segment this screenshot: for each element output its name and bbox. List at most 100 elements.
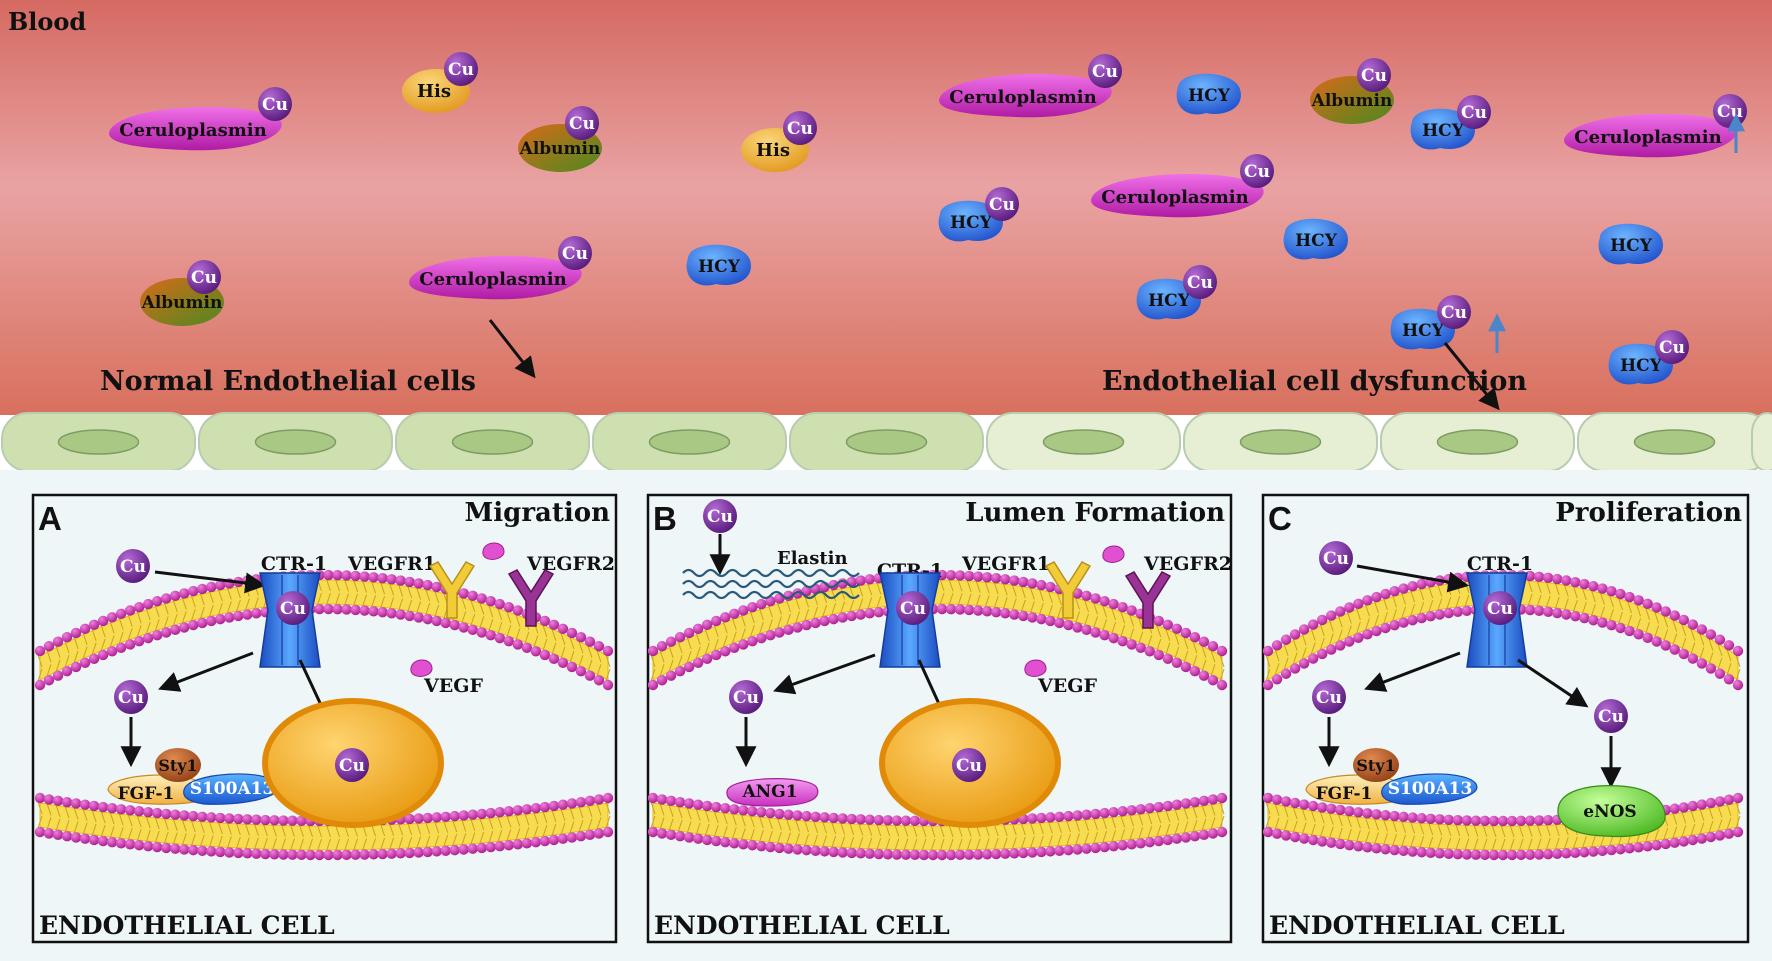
cu-ion: Cu — [783, 111, 817, 145]
cu-ion: Cu — [558, 236, 592, 270]
cu-label: Cu — [787, 119, 813, 139]
vegfr2-receptor — [1124, 571, 1172, 629]
cu-ion: Cu — [114, 680, 148, 714]
cu-ion: Cu — [985, 187, 1019, 221]
sty1-protein: Sty1 — [155, 748, 201, 782]
s100a13-protein: S100A13 — [183, 773, 280, 805]
cu-uptake-arrow — [154, 570, 267, 594]
cu-label: Cu — [280, 599, 306, 619]
sty1-label: Sty1 — [1356, 756, 1395, 775]
vegf-ligand — [410, 659, 433, 677]
cu-ion: Cu — [1483, 591, 1517, 625]
ang1-label: ANG1 — [741, 782, 797, 802]
enos-label: eNOS — [1583, 802, 1636, 822]
cu-label: Cu — [1092, 62, 1118, 82]
vegfr2-label: VEGFR2 — [526, 553, 615, 575]
cell-nucleus — [254, 429, 337, 455]
cell-nucleus — [845, 429, 928, 455]
endothelial-cell — [395, 412, 590, 472]
cu-label: Cu — [900, 599, 926, 619]
cu-label: Cu — [1441, 303, 1467, 323]
cu-ion: Cu — [1437, 295, 1471, 329]
cell-nucleus — [1239, 429, 1322, 455]
cu-label: Cu — [956, 756, 982, 776]
ctr1-to-cu-arrow — [1517, 658, 1589, 708]
cell-nucleus-large: Cu — [262, 698, 444, 828]
ctr1-transporter: Cu — [879, 572, 941, 668]
vegf-label: VEGF — [423, 675, 483, 697]
fgf1-protein: FGF-1 — [107, 774, 199, 805]
endothelial-cell — [1183, 412, 1378, 472]
cell-nucleus — [57, 429, 140, 455]
cu-label: Cu — [562, 244, 588, 264]
cu-ion: Cu — [1655, 330, 1689, 364]
cell-membrane — [34, 569, 614, 691]
cu-ion: Cu — [116, 549, 150, 583]
vegfr2-label: VEGFR2 — [1143, 553, 1232, 575]
endothelial-cell — [592, 412, 787, 472]
cu-label: Cu — [733, 688, 759, 708]
cu-label: Cu — [118, 688, 144, 708]
endothelial-cell — [198, 412, 393, 472]
cu-ion: Cu — [1240, 154, 1274, 188]
cell-nucleus — [451, 429, 534, 455]
homocysteine-molecule: HCY — [686, 244, 751, 286]
vegf-ligand — [1024, 659, 1047, 677]
vegfr1-label: VEGFR1 — [961, 553, 1050, 575]
cu-ion: Cu — [729, 680, 763, 714]
blood-label: Blood — [8, 7, 86, 36]
cu-ion: Cu — [896, 591, 930, 625]
cell-nucleus — [648, 429, 731, 455]
cu-label: Cu — [262, 95, 288, 115]
panel-title: Migration — [464, 498, 610, 528]
cell-membrane — [647, 792, 1228, 861]
hcy-label: HCY — [1422, 121, 1465, 141]
cu-label: Cu — [339, 756, 365, 776]
homocysteine-molecule: HCY — [1176, 73, 1241, 115]
sty1-label: Sty1 — [158, 756, 197, 775]
hcy-label: HCY — [950, 213, 993, 233]
ctr1-transporter: Cu — [1466, 572, 1528, 668]
cu-ion: Cu — [1457, 95, 1491, 129]
cu-label: Cu — [1487, 599, 1513, 619]
cu-ion: Cu — [565, 106, 599, 140]
homocysteine-molecule: HCY — [1283, 218, 1348, 260]
vegfr1-receptor — [1044, 561, 1092, 619]
cu-label: Cu — [1659, 338, 1685, 358]
cu-ion: Cu — [187, 260, 221, 294]
his-label: His — [417, 81, 451, 102]
s100a13-label: S100A13 — [190, 779, 275, 799]
vegf-ligand — [482, 542, 505, 560]
homocysteine-molecule: HCY — [1598, 223, 1663, 265]
cu-label: Cu — [448, 60, 474, 80]
cu-ion: Cu — [276, 591, 310, 625]
ceruloplasmin-to-endothelium-arrow — [488, 319, 536, 379]
vegfr1-receptor — [428, 561, 476, 619]
ctr1-to-cytosol-arrow — [773, 653, 876, 695]
cu-label: Cu — [1244, 162, 1270, 182]
ctr1-to-cytosol-arrow — [1364, 651, 1461, 692]
cu-ion: Cu — [444, 52, 478, 86]
his-label: His — [756, 140, 790, 161]
panel-letter: A — [38, 500, 62, 537]
ceruloplasmin-label: Ceruloplasmin — [1574, 127, 1721, 148]
cu-label: Cu — [1461, 103, 1487, 123]
cu-ion: Cu — [1088, 54, 1122, 88]
elastin-label: Elastin — [777, 548, 848, 569]
vegfr2-receptor — [507, 569, 555, 627]
hcy-label: HCY — [1188, 86, 1231, 106]
enos-protein: eNOS — [1557, 785, 1666, 838]
hcy-label: HCY — [698, 257, 741, 277]
ctr1-to-cytosol-arrow — [158, 651, 254, 692]
